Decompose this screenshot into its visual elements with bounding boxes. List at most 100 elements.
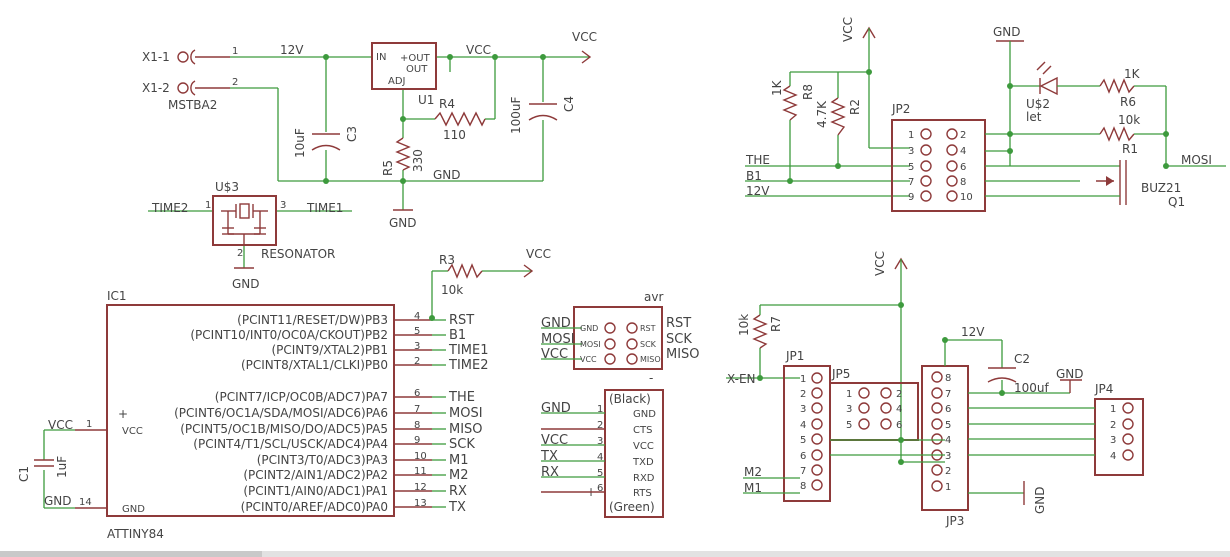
jp4-pin-pad (1122, 433, 1134, 445)
jp3-pin-number: 4 (945, 435, 951, 446)
jp3-pin-pad (931, 464, 943, 476)
jp1-pin-pad (811, 464, 823, 476)
ftdi-net: TX (540, 449, 558, 464)
ic1-pin-label: (PCINT5/OC1B/MISO/DO/ADC5)PA5 (180, 422, 388, 436)
ic1-plus: + (118, 407, 128, 421)
jp4-pin-pad (1122, 449, 1134, 461)
r5-value: 330 (411, 149, 425, 172)
ic1-pin-net: B1 (449, 328, 466, 343)
ic1-pin-label: (PCINT3/T0/ADC3)PA3 (257, 453, 388, 467)
jp1-pin-pad (811, 479, 823, 491)
reg-in: IN (376, 52, 386, 63)
jp3-pin-number: 1 (945, 482, 951, 493)
ic1-pin-label: (PCINT1/AIN0/ADC1)PA1 (243, 484, 388, 498)
ic1-pin-label: (PCINT6/OC1A/SDA/MOSI/ADC6)PA6 (174, 406, 388, 420)
led-value: let (1026, 110, 1042, 124)
ic1-pin-label: (PCINT2/AIN1/ADC2)PA2 (243, 468, 388, 482)
jp1-pin-number: 5 (800, 435, 806, 446)
ic1-pin-number: 5 (414, 326, 420, 337)
jp2-right-pin-pad (946, 144, 958, 156)
avr-left-pin: VCC (580, 355, 597, 364)
resonator-net-left: TIME2 (151, 201, 188, 215)
jp2-left-pin-pad (920, 144, 932, 156)
avr-title: avr (644, 290, 663, 304)
jp5-left-pin-number: 1 (846, 389, 852, 400)
q1-name: Q1 (1168, 195, 1185, 209)
jp2-right-pin-number: 4 (960, 146, 966, 157)
conn-gnd1: GND (1056, 367, 1084, 381)
avr-left-pin-pad (604, 353, 616, 365)
avr-right-pin: RST (640, 324, 656, 333)
avr-right-pin: SCK (640, 340, 657, 349)
jp2-right-pin-number: 8 (960, 177, 966, 188)
ftdi-pin-label: VCC (633, 441, 654, 452)
jack-name: MSTBA2 (168, 98, 217, 112)
jp2-vcc-label: VCC (841, 17, 855, 42)
conn-net-12v: 12V (961, 325, 985, 339)
ic1-part: ATTINY84 (107, 527, 164, 541)
jp5-right-pin-pad (880, 418, 892, 430)
ic1-gnd-pin: GND (122, 504, 145, 515)
regulator-u1: IN +OUT OUT ADJ U1 (371, 42, 437, 107)
jp2-left-pin-number: 3 (908, 146, 914, 157)
ftdi-bottom: (Green) (609, 500, 655, 514)
jp5-left-pin-pad (858, 402, 870, 414)
jp1-pin-pad (811, 433, 823, 445)
jp4-pin-pad (1122, 402, 1134, 414)
jp1-pin-number: 3 (800, 404, 806, 415)
ic1-pin-number: 13 (414, 498, 427, 509)
avr-right-pin-pad (626, 338, 638, 350)
ic1-pin-net: TIME2 (448, 358, 488, 373)
r4-value: 110 (443, 128, 466, 142)
ic1-pin-number: 8 (414, 420, 420, 431)
reg-adj: ADJ (388, 76, 406, 87)
capacitor-c1: VCC GND C1 1uF (17, 418, 75, 509)
jp3-name: JP3 (945, 514, 964, 528)
ic1-pin-label: (PCINT11/RESET/DW)PB3 (237, 313, 388, 327)
jack-x1: X1-1 X1-2 MSTBA2 1 2 (142, 46, 238, 112)
jp5-left-pin-number: 3 (846, 404, 852, 415)
capacitor-c4: 100uF C4 (509, 96, 576, 134)
ftdi-net: GND (541, 401, 571, 416)
jp2-left-pin-number: 5 (908, 162, 914, 173)
ic1-pin-number: 4 (414, 311, 420, 322)
jp5-right-pin-number: 4 (896, 404, 902, 415)
jp1-pin-pad (811, 418, 823, 430)
r3-value: 10k (441, 283, 463, 297)
jp3-pin-number: 8 (945, 373, 951, 384)
horizontal-scrollbar[interactable] (0, 551, 1230, 557)
ic1-pin-net: M2 (449, 468, 469, 483)
c3-name: C3 (345, 126, 359, 142)
avr-minus: - (649, 371, 653, 385)
jp5-name: JP5 (831, 367, 850, 381)
scrollbar-thumb[interactable] (0, 551, 262, 557)
jack-n1: 1 (232, 46, 238, 57)
resonator-name: U$3 (215, 180, 239, 194)
jp1-pin-number: 2 (800, 389, 806, 400)
jp3-pin-pad (931, 433, 943, 445)
ic1-pin-number: 6 (414, 388, 420, 399)
jp1-pin-number: 6 (800, 451, 806, 462)
ic1-pin-number: 12 (414, 482, 427, 493)
ic1-pin-net: M1 (449, 453, 469, 468)
resonator-title: RESONATOR (261, 247, 335, 261)
jp2-left-pin-number: 9 (908, 192, 914, 203)
power-wires (230, 56, 590, 210)
ic1-pin-net: SCK (449, 437, 475, 452)
ic1-pin-number: 10 (414, 451, 427, 462)
jp3-pin-number: 3 (945, 451, 951, 462)
c2-name: C2 (1014, 352, 1030, 366)
jp1-pin-pad (811, 372, 823, 384)
c4-value: 100uF (509, 96, 523, 134)
vcc-symbol-label: VCC (572, 30, 597, 44)
led-name: U$2 (1026, 97, 1050, 111)
jp2-left-pin-pad (920, 190, 932, 202)
ic1-pin-number: 7 (414, 404, 420, 415)
ftdi-pin-label: CTS (633, 425, 652, 436)
gnd-symbol-power: GND (389, 209, 417, 230)
avr-left-pin-pad (604, 322, 616, 334)
jp1-pin-number: 1 (800, 374, 806, 385)
